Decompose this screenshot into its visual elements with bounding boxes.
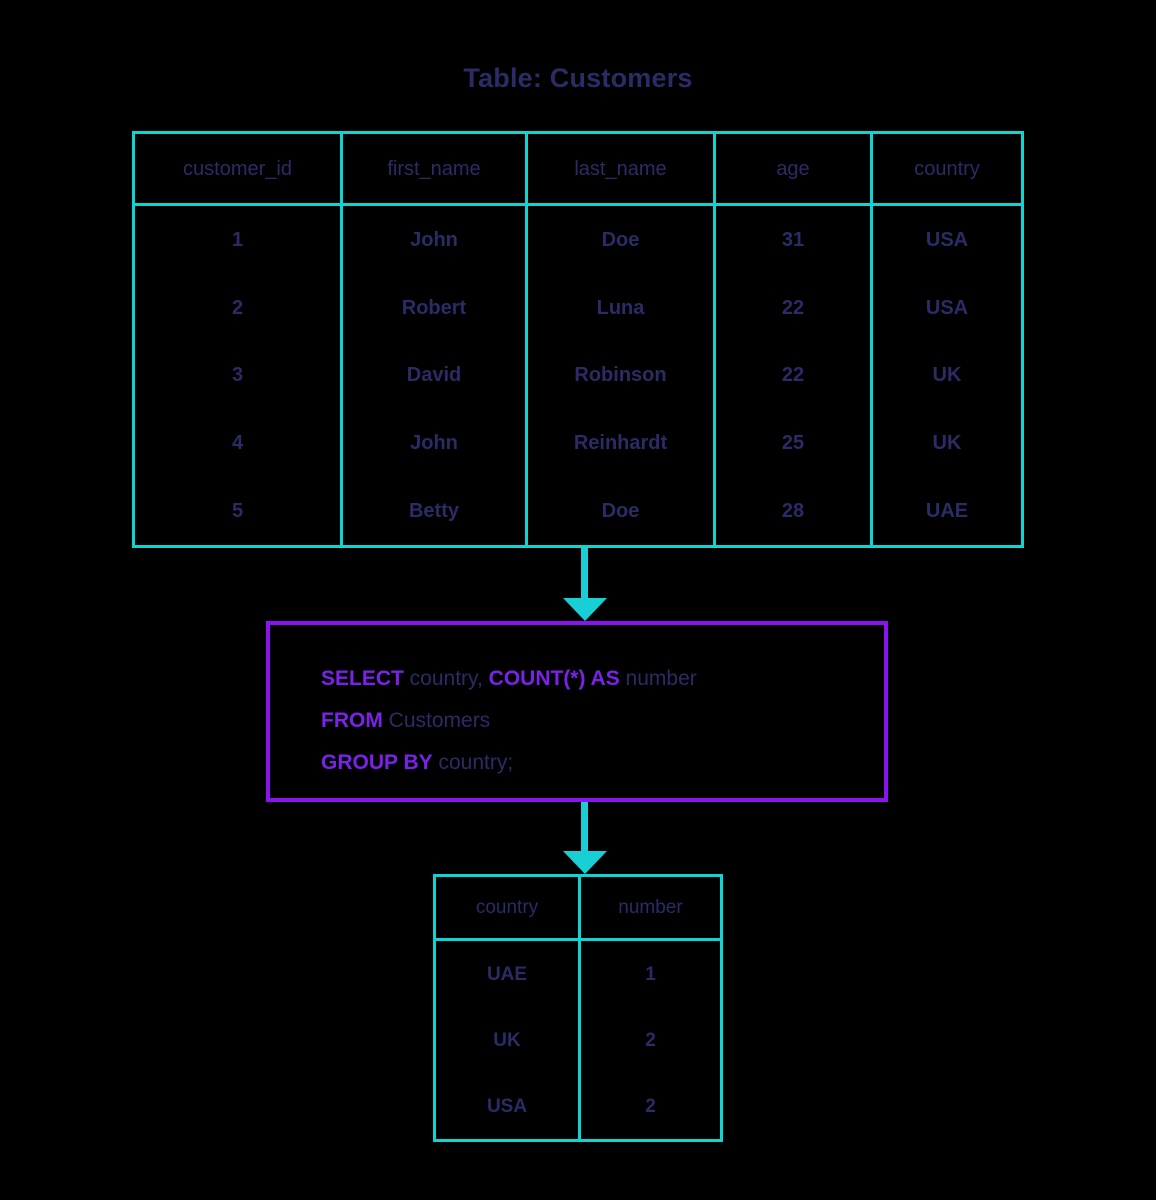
customers-table-header-row: customer_id first_name last_name age cou… <box>135 134 1021 206</box>
result-column-number: 1 2 2 <box>578 941 720 1139</box>
result-column-header-number: number <box>618 897 683 918</box>
table-cell: 28 <box>781 500 805 523</box>
sql-keyword-group-by: GROUP BY <box>321 751 433 774</box>
arrow-down-icon-table-to-query <box>563 548 607 621</box>
column-header-customer-id: customer_id <box>183 157 292 180</box>
sql-query-box: SELECT country, COUNT(*) AS number FROM … <box>266 621 888 802</box>
result-column-header-country: country <box>475 897 539 918</box>
table-cell: 22 <box>781 364 805 387</box>
table-cell: David <box>406 364 462 387</box>
table-cell: UK <box>932 364 962 387</box>
table-column-first-name: John Robert David John Betty <box>340 206 525 545</box>
customers-table: customer_id first_name last_name age cou… <box>132 131 1024 548</box>
sql-line-3: GROUP BY country; <box>321 742 697 784</box>
column-header-last-name: last_name <box>574 157 667 180</box>
arrow-down-icon-query-to-result <box>563 802 607 874</box>
sql-identifier-customers: Customers <box>382 709 491 732</box>
table-cell: Betty <box>408 500 459 523</box>
table-header-cell: first_name <box>340 134 525 203</box>
table-cell: Reinhardt <box>573 432 668 455</box>
table-cell: Robinson <box>574 364 667 387</box>
arrow-head <box>563 851 607 874</box>
sql-keyword-count-as: COUNT(*) AS <box>488 667 620 690</box>
customers-table-body: 1 2 3 4 5 John Robert David John Betty D… <box>135 206 1021 545</box>
column-header-country: country <box>914 157 980 180</box>
page-title: Table: Customers <box>463 63 693 93</box>
table-cell: USA <box>925 228 969 251</box>
table-column-country: USA USA UK UK UAE <box>870 206 1021 545</box>
result-table-header-row: country number <box>436 877 720 941</box>
sql-keyword-select: SELECT <box>321 667 404 690</box>
table-column-customer-id: 1 2 3 4 5 <box>135 206 340 545</box>
table-cell: UAE <box>925 500 969 523</box>
table-cell: Luna <box>596 296 645 319</box>
sql-identifier-number: number <box>619 667 697 690</box>
table-header-cell: last_name <box>525 134 713 203</box>
table-cell: 1 <box>645 963 656 985</box>
arrow-shaft <box>581 548 588 598</box>
table-cell: 22 <box>781 296 805 319</box>
column-header-age: age <box>776 157 810 180</box>
table-cell: UK <box>493 1029 521 1051</box>
sql-line-1: SELECT country, COUNT(*) AS number <box>321 658 697 700</box>
table-header-cell: country <box>870 134 1021 203</box>
table-column-last-name: Doe Luna Robinson Reinhardt Doe <box>525 206 713 545</box>
table-cell: Robert <box>401 296 467 319</box>
table-column-age: 31 22 22 25 28 <box>713 206 870 545</box>
table-header-cell: age <box>713 134 870 203</box>
table-cell: 5 <box>231 500 244 523</box>
table-cell: USA <box>486 1095 528 1117</box>
table-cell: 4 <box>231 432 244 455</box>
table-header-cell: customer_id <box>135 134 340 203</box>
sql-keyword-from: FROM <box>321 709 383 732</box>
result-table: country number UAE UK USA 1 2 2 <box>433 874 723 1142</box>
table-cell: 2 <box>645 1095 656 1117</box>
table-cell: UK <box>932 432 962 455</box>
table-cell: John <box>410 228 458 251</box>
result-column-country: UAE UK USA <box>436 941 578 1139</box>
arrow-head <box>563 598 607 621</box>
table-cell: 2 <box>645 1029 656 1051</box>
table-cell: 31 <box>781 228 805 251</box>
sql-identifier-country: country, <box>403 667 489 690</box>
table-cell: Doe <box>601 500 640 523</box>
table-cell: 2 <box>231 296 244 319</box>
sql-query-text: SELECT country, COUNT(*) AS number FROM … <box>321 658 697 784</box>
table-cell: UAE <box>486 963 528 985</box>
table-header-cell: country <box>436 877 578 938</box>
table-cell: 3 <box>231 364 244 387</box>
table-cell: 1 <box>231 228 244 251</box>
result-table-body: UAE UK USA 1 2 2 <box>436 941 720 1139</box>
table-cell: John <box>410 432 458 455</box>
table-cell: USA <box>925 296 969 319</box>
table-cell: 25 <box>781 432 805 455</box>
sql-identifier-group-country: country; <box>432 751 514 774</box>
table-cell: Doe <box>601 228 640 251</box>
sql-line-2: FROM Customers <box>321 700 697 742</box>
arrow-shaft <box>581 802 588 851</box>
table-header-cell: number <box>578 877 720 938</box>
column-header-first-name: first_name <box>387 157 481 180</box>
